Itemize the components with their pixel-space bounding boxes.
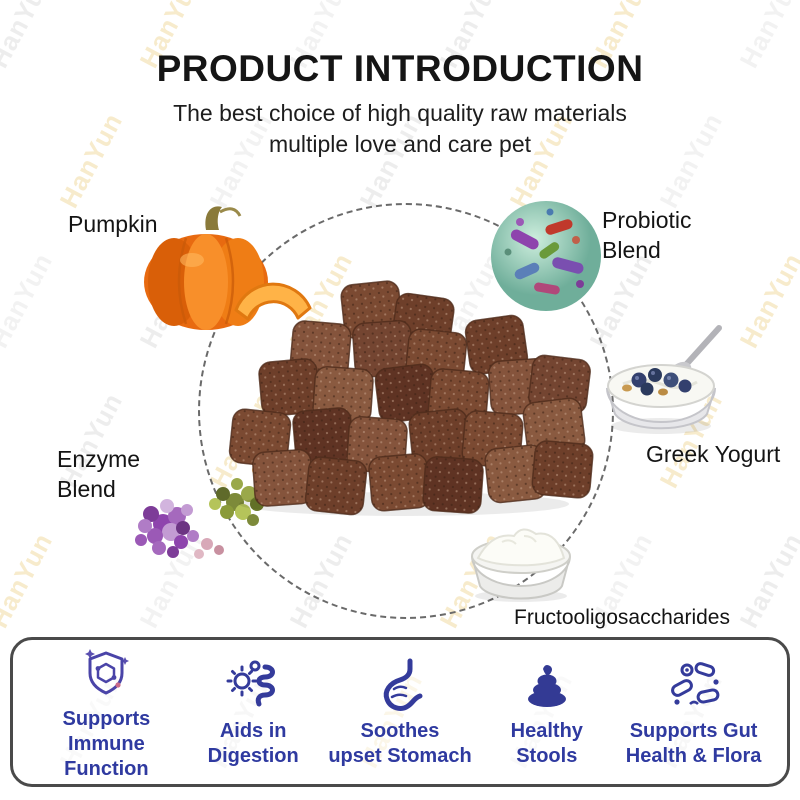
benefit-digestion-label: Aids in Digestion — [207, 720, 299, 767]
pumpkin-label: Pumpkin — [68, 211, 158, 237]
benefit-stools-label: Healthy Stools — [510, 720, 583, 767]
benefit-immune-label: Supports Immune Function — [62, 707, 151, 780]
immune-shield-icon — [78, 643, 134, 701]
probiotic-image — [490, 200, 602, 312]
gears-intestine-icon — [225, 655, 281, 713]
gut-flora-icon — [666, 655, 722, 713]
greek-yogurt-image — [595, 322, 727, 440]
benefit-stools: Healthy Stools — [473, 655, 620, 769]
fos-powder-illustration — [471, 528, 571, 602]
benefit-gut-label: Supports Gut Health & Flora — [625, 720, 762, 767]
benefit-gut: Supports Gut Health & Flora — [620, 655, 767, 769]
probiotic-illustration — [491, 201, 601, 311]
stomach-icon — [372, 655, 428, 713]
pumpkin-illustration — [144, 206, 312, 330]
treats-pile-illustration — [228, 280, 594, 516]
benefit-digestion: Aids in Digestion — [180, 655, 327, 769]
page-subtitle: The best choice of high quality raw mate… — [0, 98, 800, 160]
benefit-stomach: Soothes upset Stomach — [327, 655, 474, 769]
greek-yogurt-illustration — [606, 325, 722, 434]
benefit-immune: Supports Immune Function — [33, 643, 180, 782]
greek-yogurt-label: Greek Yogurt — [646, 441, 781, 467]
subtitle-line-2: multiple love and care pet — [268, 131, 532, 158]
enzyme-blend-label: Enzyme Blend — [57, 446, 141, 502]
poop-icon — [519, 655, 575, 713]
fos-powder-image — [462, 512, 580, 604]
fos-label: Fructooligosaccharides — [514, 606, 730, 629]
benefit-stomach-label: Soothes upset Stomach — [328, 720, 472, 767]
subtitle-line-1: The best choice of high quality raw mate… — [173, 100, 627, 126]
treats-pile-image — [212, 268, 597, 520]
page-title: PRODUCT INTRODUCTION — [156, 48, 644, 89]
probiotic-label: Probiotic Blend — [602, 207, 692, 263]
pumpkin-image — [118, 198, 313, 343]
dashed-ingredient-circle — [198, 203, 614, 619]
benefits-panel: Supports Immune Function — [10, 637, 790, 787]
